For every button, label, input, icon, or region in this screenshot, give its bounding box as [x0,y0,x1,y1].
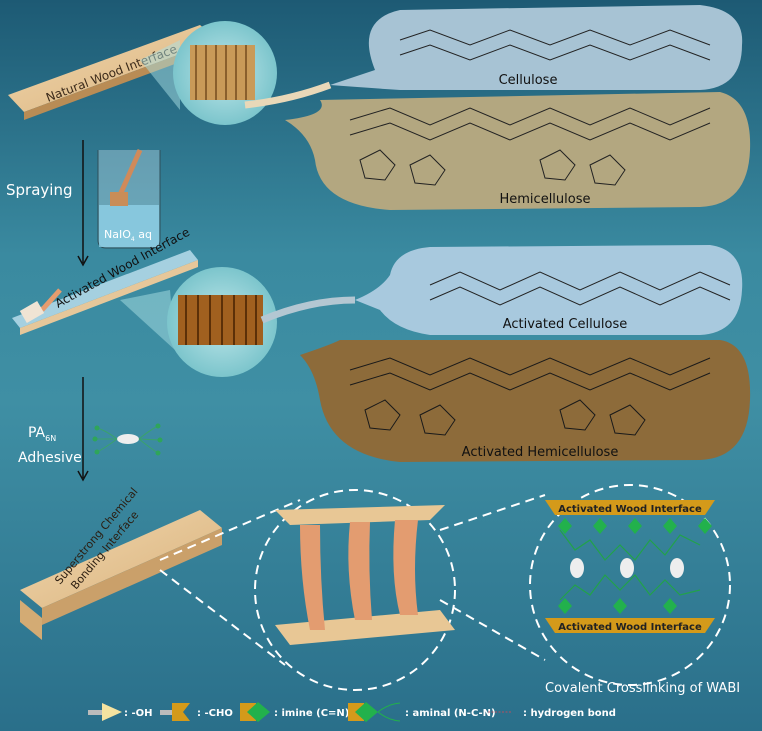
legend-aminal-label: : aminal (N-C-N) [405,708,496,719]
legend: : -OH : -CHO : imine (C=N) : aminal (N-C… [88,702,616,722]
legend-oh-icon [88,703,122,721]
process-arrows [77,140,89,482]
hemicellulose-bubble: Hemicellulose [285,92,751,210]
activated-hemicellulose-label: Activated Hemicellulose [462,445,619,460]
cellulose-bubble: Cellulose [330,5,743,90]
legend-oh-label: : -OH [124,708,153,719]
crosslink-bottom-label: Activated Wood Interface [558,622,702,633]
activated-hemicellulose-bubble: Activated Hemicellulose [300,340,751,462]
activated-cellulose-label: Activated Cellulose [503,317,628,332]
legend-cho-label: : -CHO [197,708,233,719]
crosslink-top-label: Activated Wood Interface [558,504,702,515]
interface-zoom-circle [159,489,456,691]
adhesive-pa-label: PA6N [28,425,56,443]
natural-wood-magnified [173,21,332,125]
hemicellulose-label: Hemicellulose [500,192,591,207]
legend-aminal-icon [348,702,401,722]
naio4-beaker: NaIO4 aq [97,148,161,249]
spraying-label: Spraying [6,181,72,199]
pa6n-molecule-icon [92,423,163,456]
adhesive-word-label: Adhesive [18,450,82,466]
cellulose-label: Cellulose [499,73,558,88]
legend-cho-icon [160,703,190,721]
legend-imine-label: : imine (C=N) [274,708,349,719]
zoom-cone-1 [140,40,180,110]
bonded-wood-planks: Superstrong Chemical Bonding Interface [20,485,222,640]
crosslink-caption: Covalent Crosslinking of WABI [545,681,740,696]
activated-cellulose-bubble: Activated Cellulose [355,245,743,335]
activated-wood-magnified [167,267,356,377]
legend-hbond-label: : hydrogen bond [523,708,616,719]
zoom-cone-2 [120,290,175,350]
crosslink-zoom-circle: Activated Wood Interface Activated Wood … [439,484,731,686]
naio4-label: NaIO4 aq [104,228,152,243]
legend-imine-icon [240,702,270,722]
